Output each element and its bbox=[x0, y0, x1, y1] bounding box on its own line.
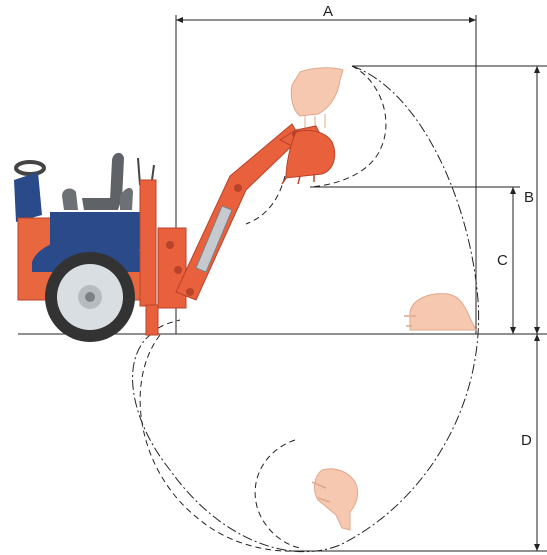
boom bbox=[175, 123, 301, 301]
dimension-c-label: C bbox=[497, 252, 508, 269]
rear-wheel bbox=[45, 252, 135, 342]
dimension-b: B bbox=[352, 65, 547, 334]
bucket bbox=[285, 129, 336, 179]
rear-frame bbox=[139, 179, 187, 336]
tractor bbox=[14, 152, 187, 342]
seat bbox=[62, 152, 133, 210]
dimension-c: C bbox=[310, 186, 520, 334]
dimension-a-label: A bbox=[323, 3, 333, 20]
dimension-d: D bbox=[290, 334, 547, 552]
ghost-bucket-top bbox=[290, 67, 344, 130]
boom-cylinder bbox=[195, 205, 233, 273]
dimension-d-label: D bbox=[521, 432, 532, 449]
dimension-b-label: B bbox=[524, 189, 534, 206]
ghost-bucket-ground bbox=[404, 293, 477, 331]
ghost-bucket-deep bbox=[311, 468, 359, 531]
backhoe-arm bbox=[175, 123, 336, 301]
dashboard bbox=[14, 172, 42, 222]
